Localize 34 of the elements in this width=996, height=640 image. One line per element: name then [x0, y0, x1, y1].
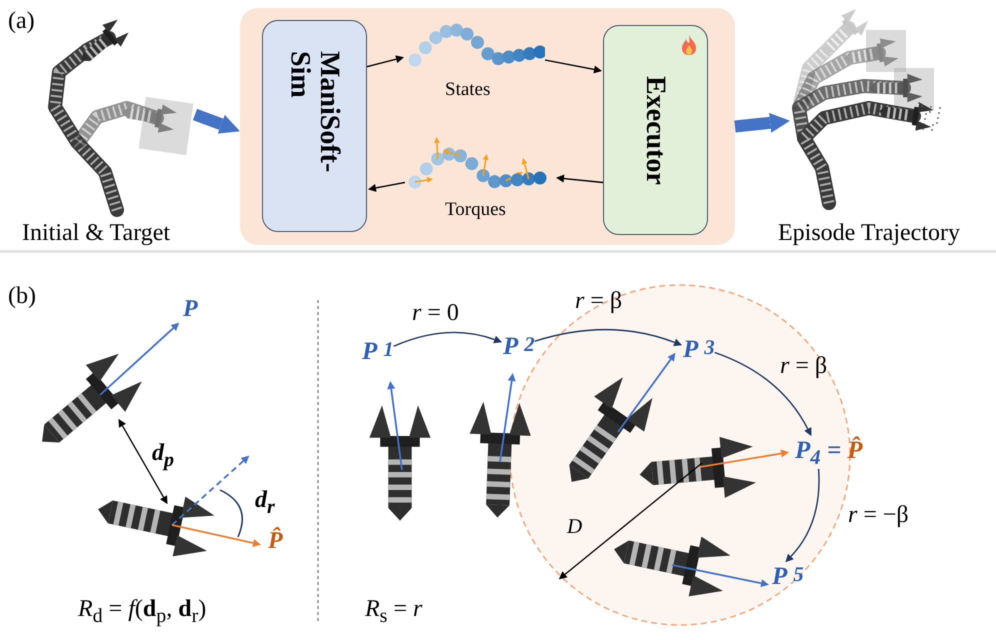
edge-label: r = β: [575, 288, 622, 314]
distance-label: D: [567, 515, 582, 538]
arrow: [534, 328, 682, 346]
arrow: [786, 468, 820, 562]
panel-label: (a): [8, 8, 35, 34]
distance-label: d$_{p}$: [152, 440, 174, 471]
edge-label: r = β: [780, 353, 828, 380]
image-caption: Torques: [445, 200, 506, 221]
arrow: [368, 182, 406, 192]
point-label: P̂: [847, 437, 862, 466]
block-label: Executor: [640, 76, 670, 184]
arrow: [393, 332, 502, 347]
process-box: [603, 25, 708, 235]
panel-label: (b): [8, 283, 36, 310]
arrow: [714, 352, 812, 436]
pipeline-panel: [240, 8, 735, 245]
edge-label: r = −β: [848, 502, 909, 528]
formula: R$_{s}$ = r: [365, 596, 422, 627]
arrow: [556, 174, 604, 184]
process-box: [262, 20, 367, 232]
block-arrow: [192, 108, 240, 134]
arrow: [544, 59, 602, 74]
vector-label: P: [183, 296, 198, 322]
point-label: P$_{4}$ =: [795, 437, 842, 469]
block-arrow: [734, 112, 790, 133]
vector-label: P̂: [268, 528, 283, 554]
edge-label: r = 0: [412, 300, 459, 326]
image-caption: States: [445, 80, 490, 101]
image-caption: Episode Trajectory: [778, 220, 960, 246]
block-label: ManiSoft-Sim: [285, 51, 344, 174]
angle-label: d$_{r}$: [255, 487, 275, 518]
arrow: [366, 55, 404, 68]
formula: R$_{d}$ = f(d$_{p}$, d$_{r}$): [78, 596, 206, 627]
image-caption: Initial & Target: [22, 220, 170, 246]
